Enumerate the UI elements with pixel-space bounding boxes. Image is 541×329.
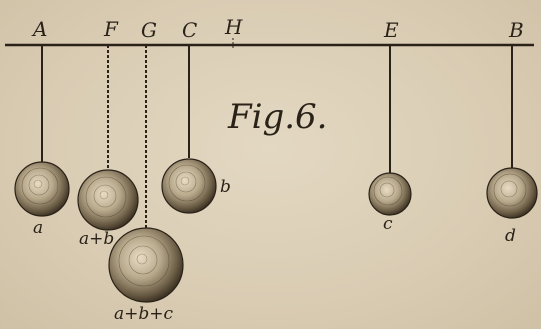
ball-a (14, 161, 70, 217)
beam-label-f: F (103, 17, 119, 41)
ball-c (368, 172, 412, 216)
figure-title: Fig.6. (227, 97, 327, 137)
ball-label-a-plus-b-plus-c: a+b+c (114, 304, 174, 324)
beam-label-a: A (31, 17, 47, 41)
beam-label-g: G (141, 18, 157, 42)
ball-a-plus-b-plus-c (108, 227, 184, 303)
beam-label-c: C (182, 18, 197, 42)
ball-a-plus-b (77, 169, 139, 231)
beam-label-h: H (224, 15, 243, 39)
beam-label-b: B (508, 18, 524, 42)
beam-label-e: E (383, 18, 399, 42)
ball-label-a: a (33, 218, 43, 238)
ball-b (161, 158, 217, 214)
ball-label-c: c (383, 214, 393, 234)
ball-label-b: b (220, 177, 231, 197)
ball-label-a-plus-b: a+b (79, 229, 114, 249)
ball-label-d: d (505, 226, 516, 246)
ball-d (486, 167, 538, 219)
